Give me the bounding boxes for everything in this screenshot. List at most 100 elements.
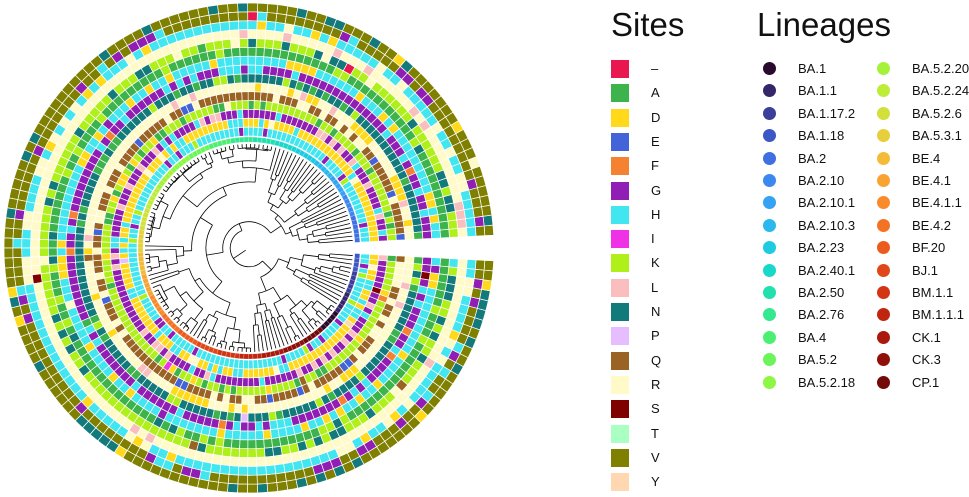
heatmap-cell <box>360 253 371 260</box>
heatmap-cell <box>421 256 433 266</box>
heatmap-cell <box>101 247 111 255</box>
heatmap-cell <box>217 481 229 493</box>
lineage-label: BE.4.1.1 <box>912 195 962 211</box>
heatmap-cell <box>65 240 76 249</box>
heatmap-cell <box>272 39 283 51</box>
branch <box>304 206 345 225</box>
heatmap-cell <box>214 436 225 448</box>
heatmap-cell <box>75 226 86 235</box>
branch <box>315 267 321 270</box>
branch <box>301 300 308 307</box>
heatmap-cell <box>227 402 236 413</box>
heatmap-cell <box>247 412 256 423</box>
branch <box>182 325 187 329</box>
heatmap-cell <box>238 38 249 48</box>
lineage-tip-cell <box>137 243 144 249</box>
heatmap-cell <box>421 263 432 273</box>
branch-arc <box>325 306 331 312</box>
branch <box>156 200 161 203</box>
branch <box>330 304 335 308</box>
heatmap-cell <box>256 20 267 31</box>
branch <box>186 164 190 169</box>
branch <box>162 216 171 220</box>
heatmap-cell <box>412 263 423 272</box>
lineage-color-dot <box>763 263 776 277</box>
branch <box>307 241 319 243</box>
heatmap-cell <box>220 30 231 41</box>
lineage-color-dot <box>877 308 890 322</box>
branch <box>339 269 351 273</box>
branch <box>286 267 295 273</box>
branch <box>306 233 314 236</box>
site-label: – <box>651 61 659 76</box>
site-color-swatch <box>611 108 629 127</box>
branch-arc <box>245 148 268 152</box>
lineage-label: BA.1.1 <box>798 83 838 99</box>
heatmap-cell <box>247 448 257 458</box>
branch-arc <box>331 266 334 272</box>
lineage-color-dot <box>763 174 776 187</box>
heatmap-cell <box>247 109 255 119</box>
heatmap-cell <box>457 258 468 269</box>
lineage-tip-cell <box>138 234 144 240</box>
heatmap-cell <box>261 65 271 76</box>
site-color-swatch <box>611 230 629 249</box>
lineage-tip-cell <box>230 352 236 359</box>
heatmap-cell <box>253 394 262 405</box>
heatmap-cell <box>457 227 468 238</box>
heatmap-cell <box>221 446 232 458</box>
heatmap-cell <box>438 265 450 276</box>
lineage-color-dot <box>763 330 776 344</box>
heatmap-cell <box>466 259 477 270</box>
heatmap-cell <box>67 217 78 227</box>
branch <box>211 318 219 332</box>
branch <box>289 159 304 183</box>
branch <box>300 280 337 305</box>
heatmap-cell <box>275 471 287 483</box>
branch <box>231 341 234 347</box>
heatmap-cell <box>83 234 94 242</box>
heatmap-cell <box>254 421 264 432</box>
branch <box>170 179 175 183</box>
branch <box>285 231 292 235</box>
branch <box>267 320 277 349</box>
heatmap-cell <box>438 220 450 231</box>
branch <box>274 215 279 220</box>
branch <box>205 313 210 321</box>
branch <box>293 166 315 193</box>
lineage-tip-cell <box>234 353 240 359</box>
heatmap-cell <box>254 73 263 84</box>
branch <box>260 334 264 352</box>
heatmap-cell <box>231 56 241 67</box>
heatmap-cell <box>256 456 267 467</box>
heatmap-cell <box>404 255 415 264</box>
branch <box>308 282 340 301</box>
branch <box>311 300 315 305</box>
branch <box>270 148 281 179</box>
branch <box>167 182 172 186</box>
branch-arc <box>264 309 270 312</box>
heatmap-cell <box>368 253 379 261</box>
heatmap-cell <box>395 255 406 263</box>
branch-arc <box>317 254 320 259</box>
site-legend-item: K <box>611 254 691 273</box>
branch <box>154 289 159 292</box>
branch <box>228 346 231 351</box>
lineage-tip-ring <box>137 136 360 360</box>
lineage-label: BA.5.2.18 <box>798 374 856 390</box>
heatmap-cell <box>234 82 243 93</box>
heatmap-cell <box>21 256 32 268</box>
heatmap-cell <box>255 438 265 449</box>
site-label: Y <box>651 474 660 490</box>
branch <box>179 291 187 297</box>
heatmap-cell <box>12 247 23 259</box>
lineage-color-dot <box>763 218 776 232</box>
heatmap-cell <box>273 30 285 42</box>
heatmap-cell <box>247 11 258 22</box>
heatmap-cell <box>439 257 450 268</box>
branch <box>302 182 314 194</box>
branch <box>318 310 327 318</box>
branch <box>286 157 301 181</box>
heatmap-cell <box>276 480 289 492</box>
heatmap-cell <box>247 483 259 494</box>
